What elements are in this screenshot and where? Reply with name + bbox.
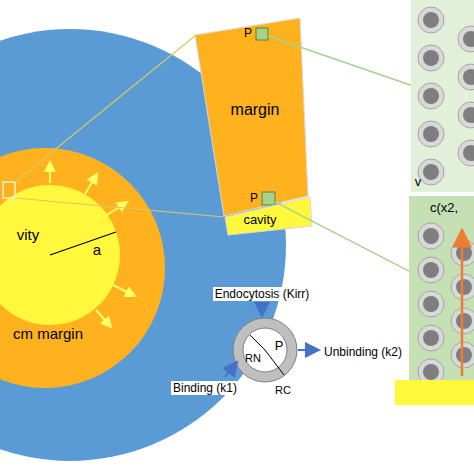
unbinding-arrow <box>298 349 319 351</box>
particle-square-shape <box>256 28 268 40</box>
endocytosis-arrow <box>261 302 263 316</box>
flow-panel: c(x2, <box>409 196 474 380</box>
tissue-panel-shape <box>411 0 474 192</box>
margin-zoom: marginPP <box>195 18 311 218</box>
node-text: RN <box>245 352 261 365</box>
node-text: v <box>415 175 422 190</box>
tissue-panel: v <box>411 0 474 192</box>
margin-ring: cm margin vity a <box>0 148 165 388</box>
zoom-line <box>15 35 196 182</box>
cavity-band: cavity <box>224 196 312 236</box>
node-text: P <box>275 339 284 354</box>
particle-square: P <box>256 28 268 40</box>
zoom-line <box>15 198 224 217</box>
particle-square: P <box>262 192 275 205</box>
margin-zoom-shape <box>195 18 311 218</box>
node-text: P <box>244 27 252 41</box>
rate-label: Unbinding (k2) <box>322 345 404 359</box>
zoom-box <box>3 182 15 198</box>
binding-arrow <box>225 362 237 377</box>
nanoparticle: PRNRC <box>233 318 297 382</box>
node-text: vity <box>17 226 40 243</box>
node-text: RC <box>275 384 291 397</box>
zoom-connector <box>268 36 411 85</box>
rate-label: Binding (k1) <box>171 381 239 395</box>
node-text: margin <box>231 101 280 119</box>
rate-label: Endocytosis (Kirr) <box>213 287 312 301</box>
particle-square-shape <box>262 192 275 205</box>
flow-panel-shape <box>409 196 474 380</box>
zoom-connector <box>275 202 409 271</box>
node-text: cm margin <box>13 325 83 342</box>
node-text: cavity <box>243 213 276 228</box>
growth-arrows <box>50 162 135 327</box>
flow-arrow <box>461 230 464 376</box>
node-text: c(x2, <box>430 201 458 216</box>
node-text: P <box>250 192 258 206</box>
radius-line <box>50 232 116 255</box>
cavity-bar <box>395 380 474 405</box>
node-text: a <box>93 241 101 258</box>
nanoparticle-shape <box>233 318 297 382</box>
